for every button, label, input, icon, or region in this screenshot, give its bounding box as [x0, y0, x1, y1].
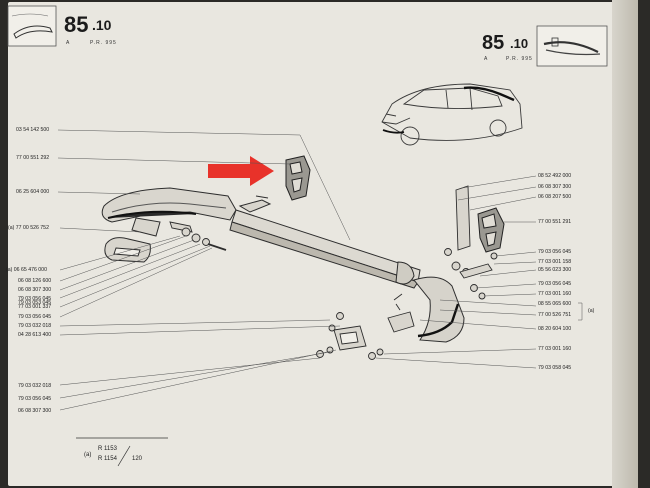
header-left-a: A — [66, 40, 71, 46]
part-label: 06 08 307 300 — [538, 184, 572, 190]
part-label: 08 52 492 000 — [538, 173, 572, 179]
header-left-suffix: .10 — [92, 17, 112, 33]
part-label: 06 25 604 000 — [16, 189, 50, 195]
part-label: 79 03 058 045 — [538, 365, 572, 371]
page-edge-shadow — [612, 0, 638, 488]
part-label: 77 03 001 160 — [538, 346, 572, 352]
part-label: 06 08 207 500 — [538, 194, 572, 200]
part-label: 79 03 056 045 — [18, 296, 52, 302]
leader-lines — [57, 129, 583, 411]
clip-upper — [238, 195, 272, 213]
highlight-arrow-icon — [208, 156, 274, 186]
part-label: 06 08 307 300 — [18, 408, 52, 414]
bracket-note: (a) — [588, 308, 595, 314]
part-label: 79 03 032 018 — [18, 323, 52, 329]
bracket-left — [104, 217, 161, 263]
part-label: 08 20 604 100 — [538, 326, 572, 332]
footer-lines — [76, 437, 168, 467]
header-right-number: 85 — [482, 32, 505, 54]
fasteners-right — [444, 185, 498, 300]
part-label: 79 03 032 018 — [18, 383, 52, 389]
footer-page: 120 — [132, 456, 143, 462]
part-label: (a) 06 65 476 000 — [6, 267, 47, 273]
part-label: 08 55 065 600 — [538, 301, 572, 307]
bumper-end-right — [413, 276, 465, 343]
fasteners-left — [169, 221, 227, 251]
part-label: 06 08 126 600 — [18, 278, 52, 284]
part-label: 05 56 023 300 — [538, 267, 572, 273]
part-label: 79 03 056 045 — [538, 249, 572, 255]
footer-model-1: R 1153 — [98, 446, 117, 452]
rubber-buffer-part — [285, 155, 311, 201]
header-right-pr: P.R. 995 — [506, 56, 533, 62]
header-left-pr: P.R. 995 — [90, 40, 117, 46]
footer-marker: (a) — [84, 452, 92, 458]
part-label: 06 08 307 300 — [18, 287, 52, 293]
bumper-bar — [229, 209, 421, 289]
footer-model-2: R 1154 — [98, 456, 117, 462]
part-label: 77 03 001 160 — [538, 291, 572, 297]
part-label: 79 03 056 045 — [18, 314, 52, 320]
bumper-end-left — [101, 187, 237, 223]
part-label: 77 00 526 751 — [538, 312, 572, 318]
thumb-right-bumper-icon — [536, 25, 608, 67]
part-label: 77 03 001 158 — [538, 259, 572, 265]
part-label: 77 00 551 292 — [16, 155, 50, 161]
part-label: 77 00 551 291 — [538, 219, 572, 225]
header-left-number: 85 — [64, 12, 89, 37]
part-label: (a) 77 00 526 752 — [8, 225, 49, 231]
lower-brackets — [316, 293, 415, 360]
part-label: 03 54 142 500 — [16, 127, 50, 133]
part-label: 79 03 056 045 — [18, 396, 52, 402]
rubber-buffer-right — [477, 207, 505, 253]
part-label: 77 03 001 337 — [18, 304, 52, 310]
car-illustration — [381, 83, 523, 146]
part-label: 79 03 056 045 — [538, 281, 572, 287]
part-label: 79 03 053 045 — [18, 300, 52, 306]
part-label: 04 28 613 400 — [18, 332, 52, 338]
header-right-suffix: .10 — [510, 36, 529, 51]
header-right-a: A — [484, 56, 489, 62]
